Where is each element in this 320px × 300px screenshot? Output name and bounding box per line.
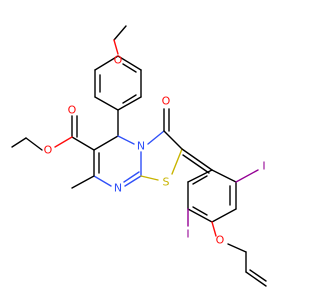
- atom-label-sulfur: S: [163, 176, 170, 189]
- thiazolopyrimidine-core: [93, 108, 183, 187]
- atom-label-imine-nitrogen: N: [114, 182, 122, 195]
- methyl-bond: [71, 175, 95, 189]
- methoxyphenyl-ring: [94, 55, 142, 111]
- atom-label-ring-nitrogen: N: [137, 140, 145, 153]
- atom-label-ester-single-oxygen: O: [44, 144, 53, 157]
- atom-label-ketone-oxygen: O: [162, 95, 171, 108]
- atom-label-methoxy-oxygen: O: [114, 54, 123, 67]
- atom-label-iodine-right: I: [262, 160, 265, 173]
- diiodophenyl-ring: [187, 169, 237, 223]
- molecule-structure-diagram: O O O O O N N S I I: [11, 25, 267, 287]
- ethyl-ester-group: [11, 115, 95, 151]
- atom-label-ester-carbonyl-oxygen: O: [68, 104, 77, 117]
- allyloxy-group: [211, 221, 267, 287]
- atom-label-allyloxy-oxygen: O: [216, 234, 225, 247]
- methoxy-group: [113, 25, 127, 55]
- atom-label-iodine-left: I: [186, 228, 189, 241]
- iodine-right-bond: [235, 169, 259, 183]
- benzylidene-linker: [181, 148, 213, 174]
